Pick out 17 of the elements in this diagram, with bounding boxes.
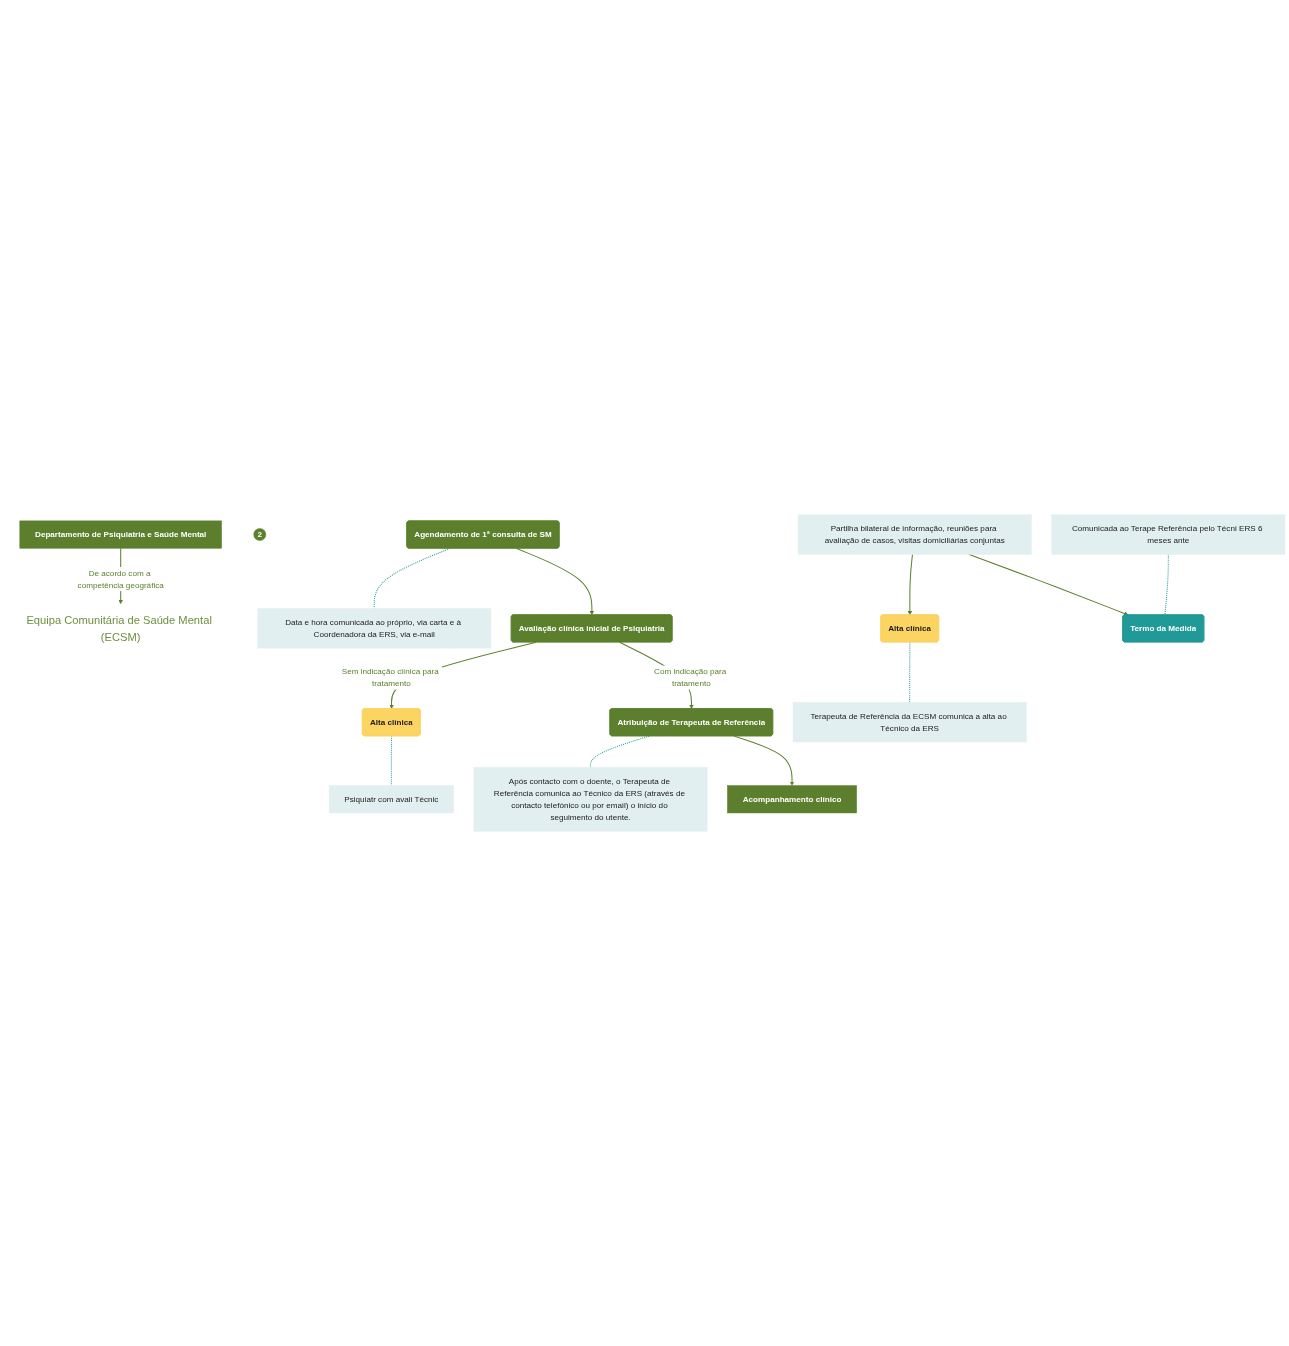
connector [909, 641, 911, 703]
edge-label: Sem indicação clínica para tratamento [341, 666, 439, 688]
node-box: Data e hora comunicada ao próprio, via carta e à Coordenadora da ERS, via e-mail [257, 608, 492, 649]
node-box: Comunicada ao Terape Referência pelo Técni ERS 6 meses ante [1051, 514, 1286, 555]
arrow [516, 548, 595, 616]
node-box: Psiquiatr com avali Técnic [328, 785, 454, 814]
arrow [907, 553, 913, 616]
edge-label: De acordo com a competência geográfica [77, 568, 164, 590]
edge-label: Com indicação para tratamento [654, 666, 727, 688]
node-box: Departamento de Psiquiatria e Saúde Mental [19, 520, 222, 549]
node-circle: 2 [253, 528, 267, 541]
node-box: Terapeuta de Referência da ECSM comunica a alta ao Técnico da ERS [792, 702, 1027, 743]
node-box: Partilha bilateral de informação, reuniões para avaliação de casos, visitas domiciliárias conjuntas [797, 514, 1032, 555]
node-box: Acompanhamento clínico [727, 785, 857, 814]
connector [390, 735, 393, 787]
node-box: Após contacto com o doente, o Terapeuta de Referência comunica ao Técnico da ERS (através de contacto telefónico ou por email) o início do seguimento do utente. [473, 767, 708, 832]
node-text: Equipa Comunitária de Saúde Mental (ECSM) [26, 613, 212, 644]
